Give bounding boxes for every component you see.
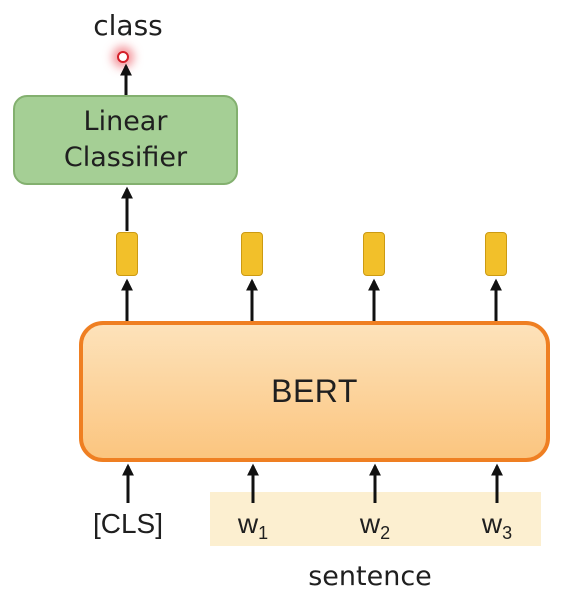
w2-output-embedding	[363, 232, 385, 276]
input-word-2: w2	[335, 506, 415, 551]
input-word-1: w1	[213, 506, 293, 551]
bert-model-box: BERT	[79, 321, 550, 462]
input-word-1-base: w	[237, 508, 259, 539]
linear-classifier-box: Linear Classifier	[13, 95, 238, 185]
input-word-3-subscript: 3	[502, 523, 513, 543]
input-word-2-base: w	[359, 508, 381, 539]
input-cls-text: [CLS]	[92, 508, 164, 539]
w1-output-embedding	[241, 232, 263, 276]
w3-output-embedding	[485, 232, 507, 276]
classifier-label-line2: Classifier	[63, 142, 188, 173]
input-word-3-base: w	[481, 508, 503, 539]
input-word-3: w3	[457, 506, 537, 551]
bert-label: BERT	[271, 373, 358, 409]
sentence-label: sentence	[308, 561, 432, 592]
input-cls-token: [CLS]	[78, 506, 178, 542]
input-word-2-subscript: 2	[380, 523, 391, 543]
input-word-1-subscript: 1	[258, 523, 269, 543]
classifier-label-line1: Linear	[83, 106, 168, 137]
output-class-label: class	[93, 9, 163, 42]
output-node	[117, 51, 129, 63]
cls-output-embedding	[116, 232, 138, 276]
